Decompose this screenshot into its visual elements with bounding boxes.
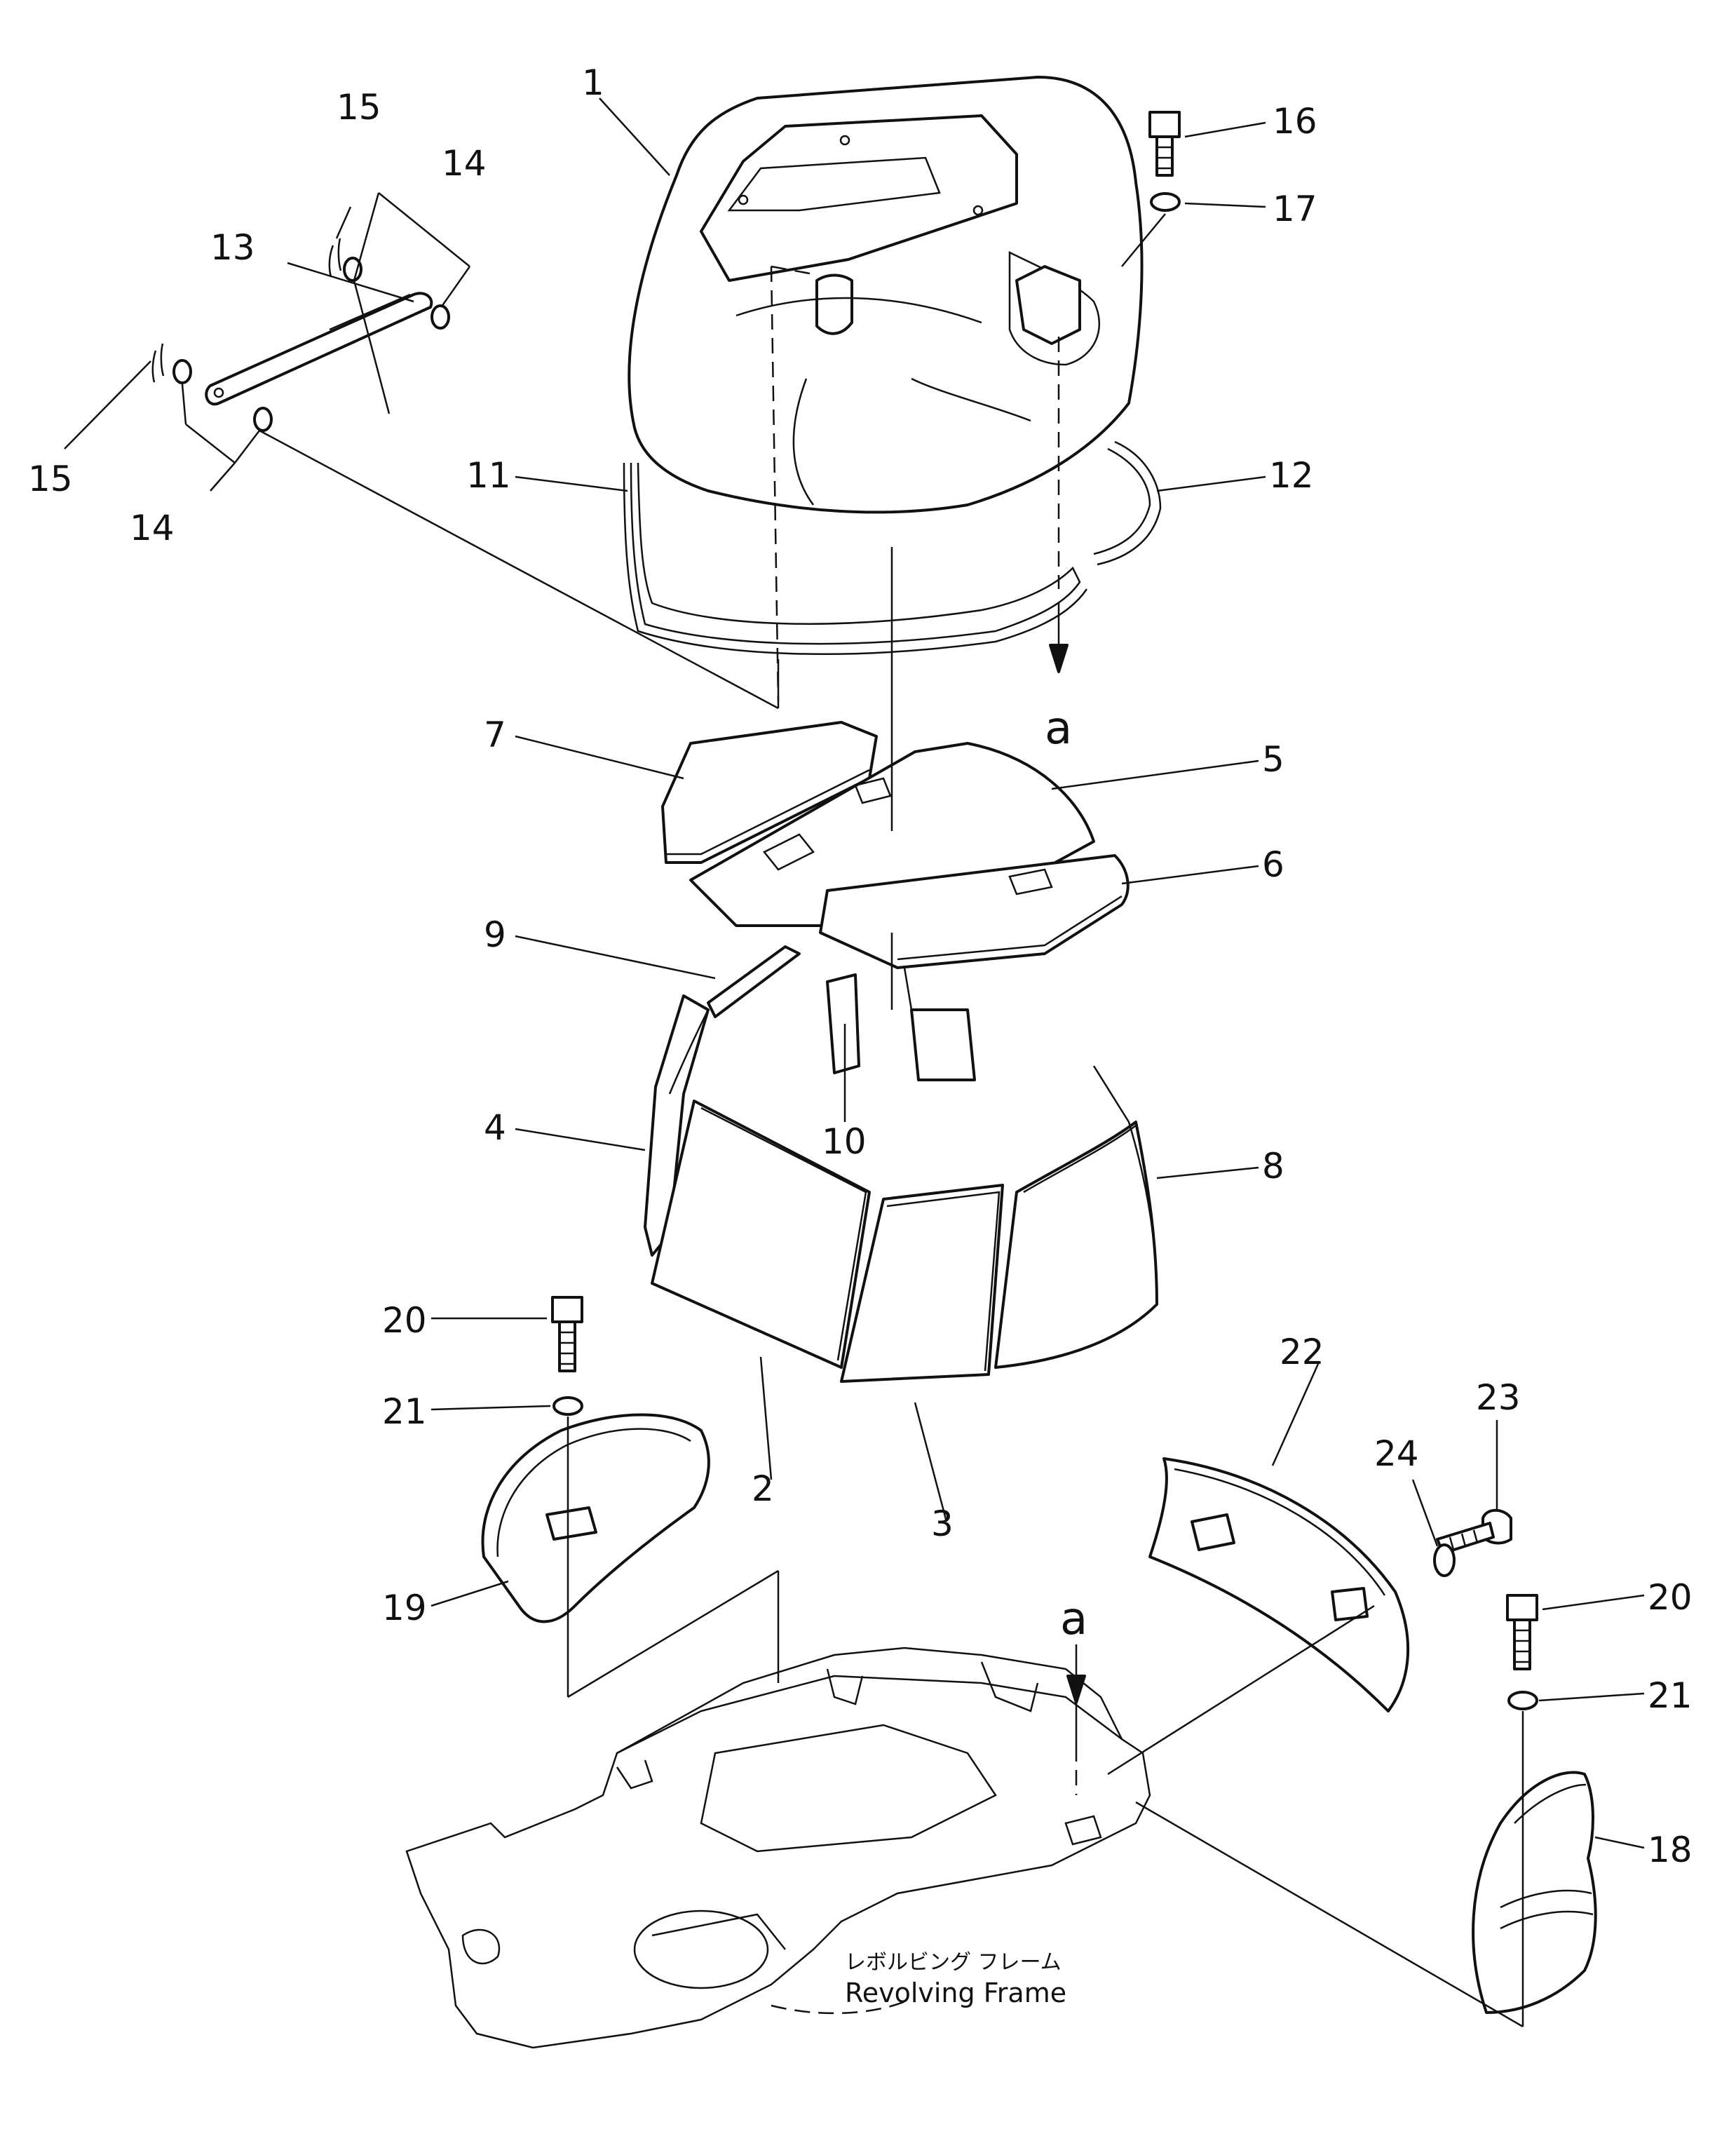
reference-mark-a-lower: a <box>1060 1593 1087 1645</box>
callout-9: 9 <box>484 914 506 955</box>
callout-11: 11 <box>466 455 511 496</box>
part-21-washer-left <box>552 1396 583 1416</box>
leader-lines <box>64 97 1645 2028</box>
callout-14-top: 14 <box>442 143 487 184</box>
reference-mark-a-upper: a <box>1045 703 1072 755</box>
part-17-washer <box>1150 192 1181 212</box>
callout-3: 3 <box>931 1503 954 1544</box>
part-24-washer <box>1433 1543 1456 1577</box>
callout-2: 2 <box>752 1468 774 1509</box>
revolving-frame <box>405 1647 1151 2049</box>
part-22-cover <box>1148 1457 1410 1712</box>
callout-14-bottom: 14 <box>130 508 175 548</box>
part-8-panel <box>994 1065 1158 1369</box>
callout-10: 10 <box>822 1121 867 1162</box>
callout-17: 17 <box>1273 189 1317 229</box>
callout-labels: 1 2 3 4 5 6 7 8 9 10 11 12 13 14 14 15 1… <box>28 62 1693 1870</box>
frame-label-english: Revolving Frame <box>845 1978 1066 2008</box>
callout-4: 4 <box>484 1107 506 1148</box>
part-11-seal <box>623 462 1088 655</box>
part-21-washer-right <box>1507 1691 1538 1710</box>
callout-21-right: 21 <box>1648 1675 1693 1716</box>
callout-20-left: 20 <box>382 1300 427 1341</box>
frame-label-japanese: レボルビング フレーム <box>845 1950 1062 1975</box>
part-4-panel <box>644 994 710 1257</box>
part-2-panel <box>651 1100 871 1369</box>
part-14-washers <box>172 257 450 432</box>
part-3-panel <box>840 1184 1004 1383</box>
part-20-bolt-right <box>1506 1594 1538 1670</box>
part-9-cover <box>707 945 801 1018</box>
part-1-cover <box>628 76 1144 514</box>
callout-22: 22 <box>1280 1332 1324 1372</box>
callout-8: 8 <box>1262 1146 1284 1187</box>
callout-20-right: 20 <box>1648 1577 1693 1618</box>
part-16-bolt <box>1148 111 1181 177</box>
callout-6: 6 <box>1262 844 1284 885</box>
callout-15-top: 15 <box>337 87 381 128</box>
part-10-bracket <box>826 967 976 1081</box>
part-20-bolt-left <box>551 1296 583 1372</box>
callout-15-bottom: 15 <box>28 459 73 499</box>
part-7-plate <box>661 721 878 864</box>
part-13-stay <box>205 292 433 406</box>
callout-19: 19 <box>382 1588 427 1628</box>
callout-21-left: 21 <box>382 1391 427 1432</box>
part-6-plate <box>819 854 1130 969</box>
callout-18: 18 <box>1648 1830 1693 1870</box>
callout-16: 16 <box>1273 101 1317 142</box>
callout-23: 23 <box>1476 1377 1521 1418</box>
part-12-seal <box>1093 440 1162 566</box>
callout-24: 24 <box>1374 1433 1419 1474</box>
callout-13: 13 <box>210 227 255 268</box>
callout-5: 5 <box>1262 739 1284 780</box>
callout-1: 1 <box>582 62 604 103</box>
part-18-cover <box>1472 1771 1597 2014</box>
part-15-pins <box>151 238 342 383</box>
part-19-cover <box>481 1413 710 1623</box>
callout-7: 7 <box>484 715 506 755</box>
callout-12: 12 <box>1269 455 1314 496</box>
